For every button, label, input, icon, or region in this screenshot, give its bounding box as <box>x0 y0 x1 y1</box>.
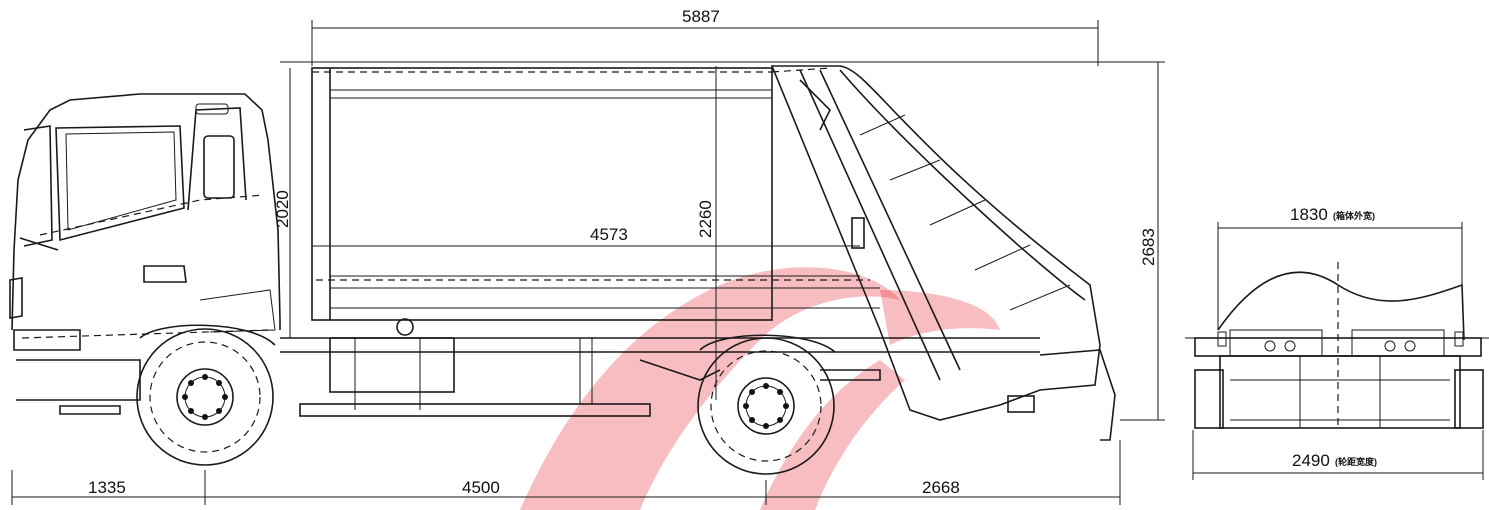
truck-cab <box>9 93 281 415</box>
dim-overall-height: 2683 <box>1139 228 1158 266</box>
brand-watermark <box>520 267 1000 510</box>
front-wheel <box>136 324 276 466</box>
dim-track-width-note: (轮距宽度) <box>1335 456 1377 467</box>
dim-track-width: 2490 <box>1292 451 1330 470</box>
side-view: 5887 4573 2020 2260 2683 1335 4500 2668 <box>9 7 1165 505</box>
dim-front-overhang: 1335 <box>88 478 126 497</box>
dim-overall-body-length: 5887 <box>682 7 720 26</box>
compactor-body <box>311 67 880 321</box>
rear-view: 1830 (箱体外宽) 2490 (轮距宽度) <box>1185 205 1489 480</box>
rear-wheel <box>697 334 836 475</box>
dim-inner-height: 2260 <box>696 200 715 238</box>
rear-loader <box>770 65 1116 441</box>
dim-body-width: 1830 <box>1290 205 1328 224</box>
dim-body-height: 2020 <box>273 190 292 228</box>
chassis-frame <box>280 318 1040 417</box>
dim-rear-overhang: 2668 <box>922 478 960 497</box>
side-dimension-lines <box>11 20 1165 505</box>
rear-dimension-lines <box>1185 222 1489 480</box>
dim-body-width-note: (箱体外宽) <box>1333 210 1375 221</box>
dim-body-inner-length: 4573 <box>590 225 628 244</box>
dim-wheelbase: 4500 <box>462 478 500 497</box>
